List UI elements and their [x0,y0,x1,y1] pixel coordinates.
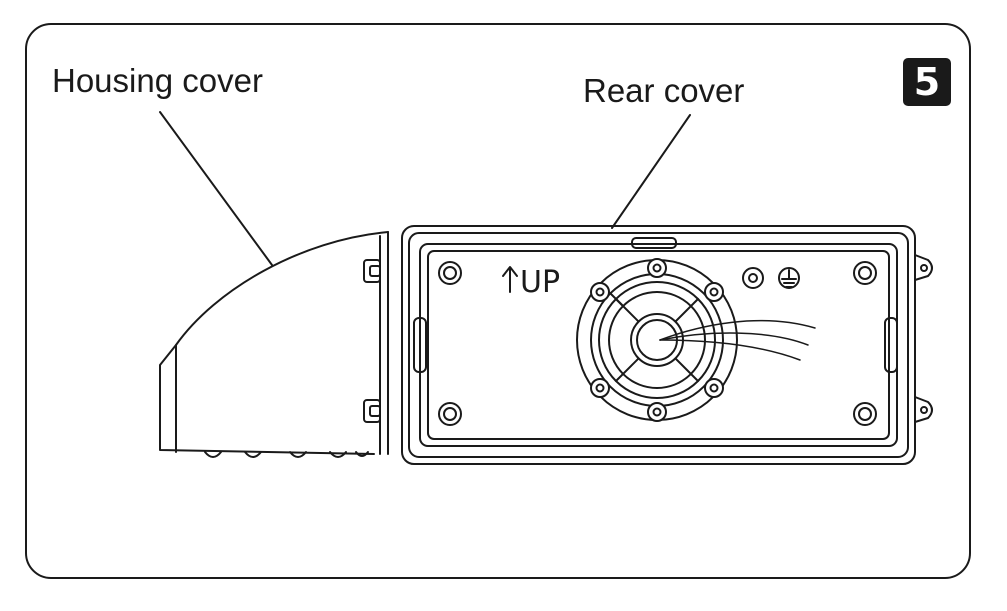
housing-cover [159,231,389,458]
housing-cover-label: Housing cover [52,62,263,99]
step-number-badge: 5 [903,58,951,106]
diagram-frame [25,23,971,579]
cable-gland [576,258,738,422]
connector-port [742,267,764,289]
screw-icon [438,261,877,426]
rear-cover-label: Rear cover [583,72,745,109]
up-arrow-icon [502,266,518,293]
rear-cover-leader [611,114,691,229]
housing-cover-leader [159,111,273,266]
wires [659,319,816,361]
ground-symbol-icon [778,267,800,289]
up-marking: UP [520,265,560,300]
rear-cover [401,225,933,465]
